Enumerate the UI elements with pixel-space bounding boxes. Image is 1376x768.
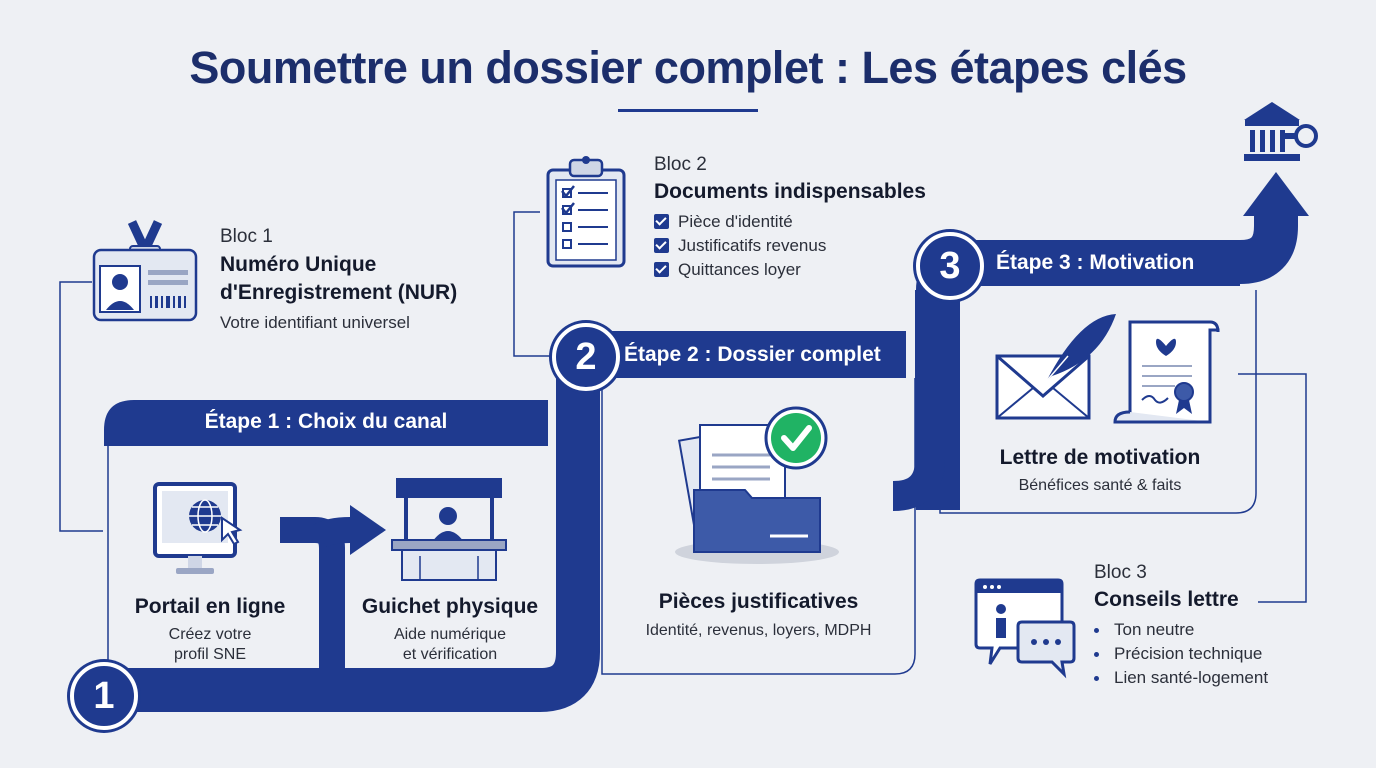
card-lettre-title: Lettre de motivation (999, 446, 1201, 469)
step1-number-badge: 1 (70, 662, 138, 730)
clipboard-checklist-icon (546, 156, 626, 268)
step2-frame (601, 378, 916, 675)
checklist-item: Pièce d'identité (654, 210, 914, 234)
checklist-item-label: Pièce d'identité (678, 212, 793, 231)
checkbox-checked-icon (654, 262, 669, 277)
tip-item-label: Précision technique (1114, 644, 1263, 663)
card-portail-title: Portail en ligne (134, 595, 286, 618)
bullet-icon (1094, 676, 1099, 681)
bloc3-kicker: Bloc 3 (1094, 562, 1147, 583)
title-underline (618, 109, 758, 112)
step3-band (944, 240, 1240, 286)
step3-frame (939, 290, 1257, 514)
computer-globe-icon (153, 482, 243, 574)
folder-check-icon (675, 406, 839, 564)
card-lettre-subtitle: Bénéfices santé & faits (1018, 477, 1182, 494)
bullet-icon (1094, 628, 1099, 633)
bloc2-heading: Documents indispensables (654, 180, 926, 203)
checklist-item-label: Justificatifs revenus (678, 236, 827, 255)
checklist-item-label: Quittances loyer (678, 260, 801, 279)
checklist-item: Justificatifs revenus (654, 234, 914, 258)
path-arrowhead (1243, 172, 1309, 216)
step1-band-label: Étape 1 : Choix du canal (204, 410, 448, 433)
letter-quill-icon (995, 314, 1220, 424)
step2-number-badge: 2 (552, 323, 620, 391)
card-portail-subtitle-line2: profil SNE (173, 646, 247, 663)
id-badge-icon (92, 220, 198, 322)
bank-key-icon (1244, 102, 1318, 161)
bloc3-tips-list: Ton neutre Précision technique Lien sant… (1094, 618, 1334, 690)
card-guichet-title: Guichet physique (361, 595, 539, 618)
card-portail-subtitle-line1: Créez votre (168, 626, 252, 643)
tip-item-label: Lien santé-logement (1114, 668, 1269, 687)
bloc1-heading-line2: d'Enregistrement (NUR) (220, 281, 458, 304)
checklist-item: Quittances loyer (654, 258, 914, 282)
connector-lines (59, 211, 1307, 603)
path-ribbon-step2-link (892, 290, 945, 511)
channel-arrowhead (350, 505, 386, 555)
tip-item: Lien santé-logement (1094, 666, 1334, 690)
card-pieces-subtitle: Identité, revenus, loyers, MDPH (645, 622, 872, 639)
page-title: Soumettre un dossier complet : Les étape… (189, 42, 1187, 93)
tip-item: Précision technique (1094, 642, 1334, 666)
step2-band-label: Étape 2 : Dossier complet (624, 343, 881, 366)
step1-band (104, 400, 548, 446)
bloc3-heading: Conseils lettre (1094, 588, 1239, 611)
card-guichet-subtitle-line1: Aide numérique (393, 626, 507, 643)
bloc1-heading-line1: Numéro Unique (220, 253, 377, 276)
bullet-icon (1094, 652, 1099, 657)
card-guichet-subtitle-line2: et vérification (402, 646, 498, 663)
checkbox-checked-icon (654, 214, 669, 229)
bloc1-subtitle: Votre identifiant universel (220, 313, 410, 332)
service-counter-icon (391, 478, 507, 581)
checkbox-checked-icon (654, 238, 669, 253)
bloc1-kicker: Bloc 1 (220, 226, 273, 247)
info-chat-icon (974, 578, 1076, 679)
card-pieces-title: Pièces justificatives (658, 590, 859, 613)
bloc2-checklist: Pièce d'identité Justificatifs revenus Q… (654, 210, 914, 282)
tip-item-label: Ton neutre (1114, 620, 1195, 639)
step3-band-label: Étape 3 : Motivation (996, 251, 1195, 274)
tip-item: Ton neutre (1094, 618, 1334, 642)
bloc2-kicker: Bloc 2 (654, 154, 707, 175)
step2-band (580, 331, 906, 378)
step3-number-badge: 3 (916, 232, 984, 300)
